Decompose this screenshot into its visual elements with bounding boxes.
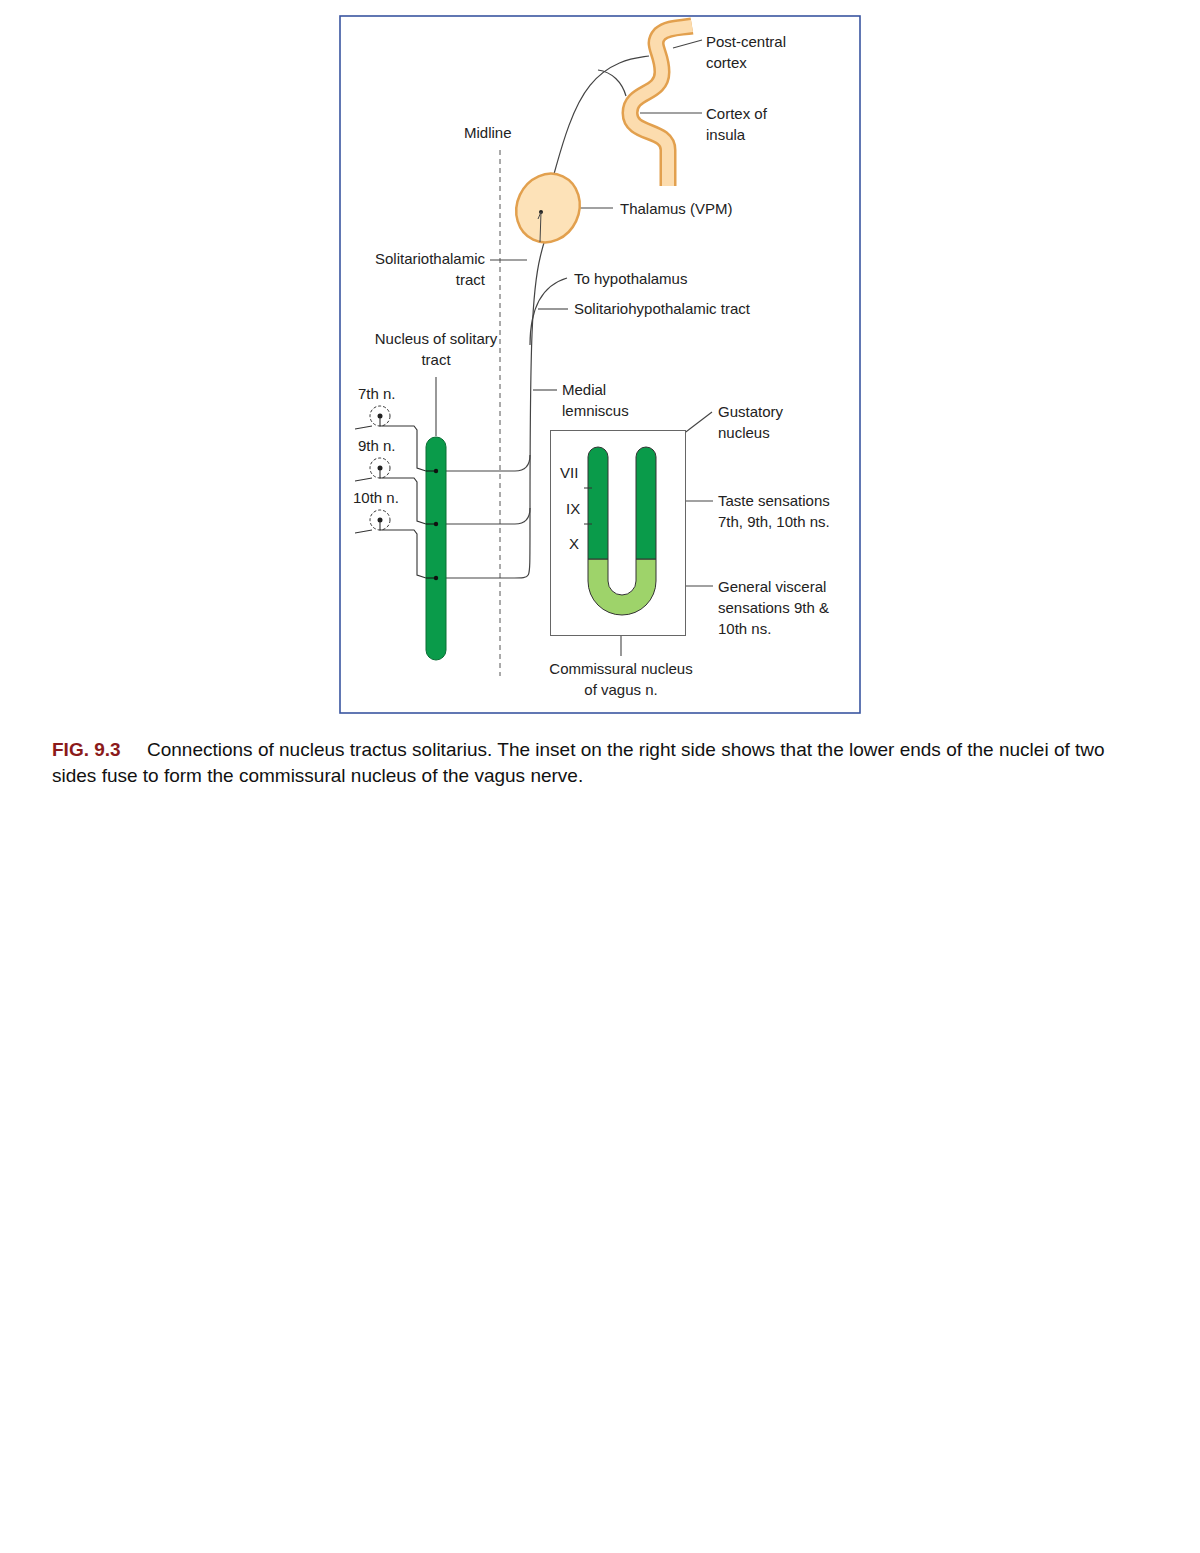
gustatory-column	[636, 447, 656, 559]
nerve-label: 10th n.	[353, 487, 413, 508]
node-label: Cortex of insula	[706, 103, 806, 145]
node-shape	[600, 20, 700, 190]
tract-label: Solitariothalamic tract	[352, 248, 485, 290]
figure-frame	[340, 16, 860, 713]
commissural-part	[588, 559, 656, 615]
fibre-end	[426, 578, 436, 579]
fibre-end	[426, 471, 436, 472]
gyrus-outline	[630, 26, 692, 186]
level-tick	[584, 524, 592, 525]
leader-lines	[436, 40, 713, 656]
midline-label: Midline	[464, 122, 539, 143]
node-shape	[551, 431, 687, 637]
inset-box: VII IX X	[550, 430, 686, 636]
fibre-end	[426, 524, 436, 525]
nucleus-label: Gustatory nucleus	[718, 401, 808, 443]
node-label: Nucleus of solitary tract	[366, 328, 506, 370]
nucleus-column	[426, 437, 446, 660]
thalamus-outline	[505, 163, 591, 253]
node-label: Thalamus (VPM)	[620, 198, 760, 219]
thalamus: Thalamus (VPM)	[514, 172, 582, 246]
relay-fibre	[538, 212, 541, 242]
level-tick	[584, 488, 592, 489]
node-shape	[514, 172, 582, 246]
node-label: Post-central cortex	[706, 31, 806, 73]
tract-label: Medial lemniscus	[562, 379, 647, 421]
node-shape	[426, 437, 446, 660]
gustatory-column	[588, 447, 608, 559]
bracket-label: Taste sensations 7th, 9th, 10th ns.	[718, 490, 853, 532]
bracket-label: General visceral sensations 9th & 10th n…	[718, 576, 846, 639]
nerve-label: 9th n.	[358, 435, 418, 456]
figure-caption: Connections of nucleus tractus solitariu…	[52, 737, 1142, 789]
figure-number: FIG. 9.3	[52, 737, 152, 763]
tract-label: To hypothalamus	[574, 268, 724, 289]
nucleus-label: Commissural nucleus of vagus n.	[541, 658, 701, 700]
node-label: IX	[566, 498, 596, 519]
node-label: X	[569, 533, 599, 554]
nucleus-bar: Nucleus of solitary tract	[426, 437, 446, 660]
node-label: VII	[560, 462, 590, 483]
tract-label: Solitariohypothalamic tract	[574, 298, 784, 319]
tract-path	[446, 243, 544, 578]
midline	[500, 150, 501, 676]
nerve-label: 7th n.	[358, 383, 418, 404]
cerebral-cortex: Post-central cortexCortex of insula	[600, 20, 700, 190]
